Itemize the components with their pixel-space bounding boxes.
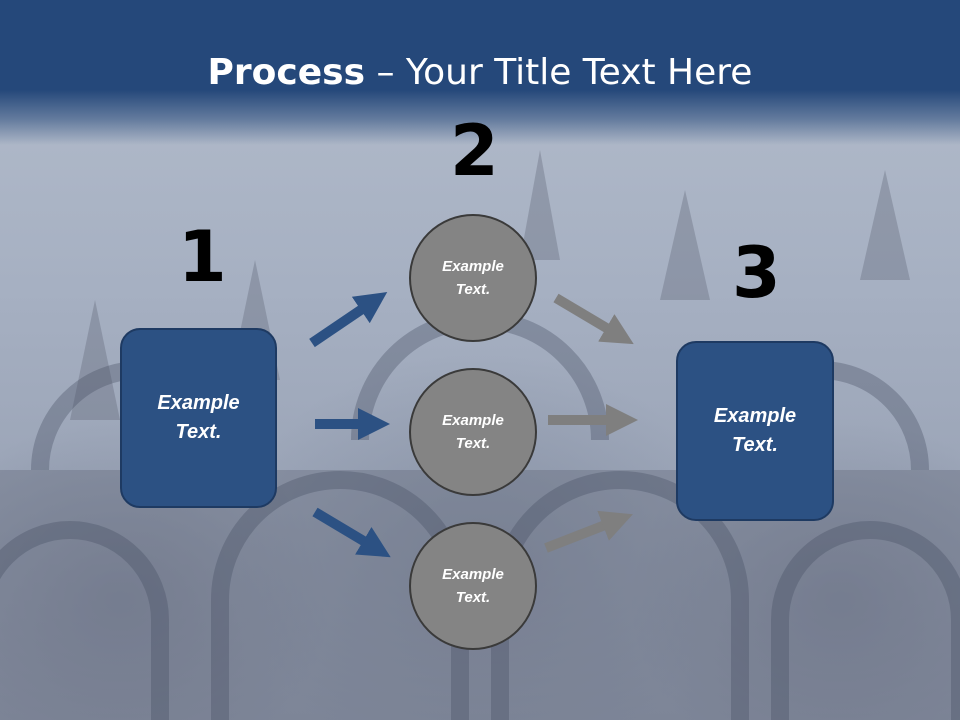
step-2-circle-top: Example Text. bbox=[409, 214, 537, 342]
arrow-bottom-circle-to-box bbox=[544, 510, 633, 553]
step-number-1: 1 bbox=[178, 216, 227, 298]
arrow-box-to-top-circle bbox=[309, 292, 388, 348]
step-2-circle-bottom: Example Text. bbox=[409, 522, 537, 650]
page-title: Process – Your Title Text Here bbox=[0, 52, 960, 93]
circle-bottom-text-line-2: Text. bbox=[455, 589, 491, 606]
circle-middle-text-line-2: Text. bbox=[455, 435, 491, 452]
step-1-box: Example Text. bbox=[120, 328, 277, 508]
circle-top-text-line-2: Text. bbox=[455, 281, 491, 298]
circle-middle-text-line-1: Example bbox=[442, 412, 504, 429]
step-number-3: 3 bbox=[732, 232, 781, 314]
circle-top-text-line-1: Example bbox=[442, 258, 504, 275]
title-rest: – Your Title Text Here bbox=[365, 52, 753, 93]
step-3-text-line-2: Text. bbox=[732, 434, 778, 456]
step-1-text-line-2: Text. bbox=[175, 421, 222, 443]
step-2-circle-middle: Example Text. bbox=[409, 368, 537, 496]
title-bar: Process – Your Title Text Here bbox=[0, 0, 960, 145]
arrow-box-to-bottom-circle bbox=[312, 507, 391, 558]
arrow-top-circle-to-box bbox=[553, 293, 634, 345]
circle-bottom-text-line-1: Example bbox=[442, 566, 504, 583]
step-3-box: Example Text. bbox=[676, 341, 834, 521]
step-1-text-line-1: Example bbox=[157, 392, 240, 414]
step-number-2: 2 bbox=[450, 110, 499, 192]
step-3-text-line-1: Example bbox=[713, 405, 797, 427]
title-bold: Process bbox=[207, 52, 366, 93]
